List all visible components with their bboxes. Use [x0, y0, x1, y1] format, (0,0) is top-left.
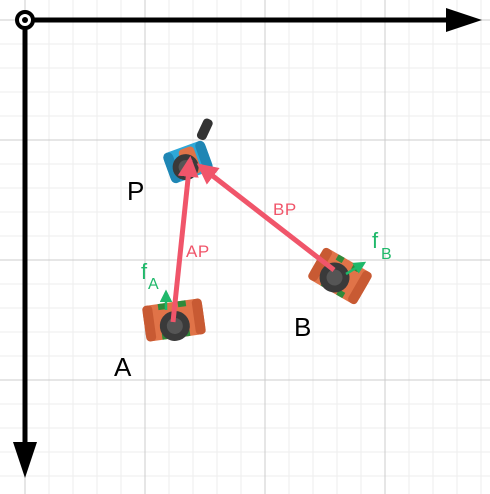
- point-a-label: A: [114, 352, 132, 382]
- force-a-label: f: [141, 259, 148, 284]
- force-a-subscript: A: [148, 276, 159, 293]
- x-axis-arrowhead: [446, 8, 482, 32]
- vector-ap-arrow: [170, 155, 199, 323]
- vector-ap-label: AP: [186, 242, 210, 261]
- force-b-arrow: [345, 261, 367, 276]
- pointer-robot-icon: [163, 118, 213, 184]
- point-p-label: P: [127, 176, 144, 206]
- y-axis-arrowhead: [13, 442, 37, 478]
- vector-bp-label: BP: [273, 200, 297, 219]
- force-b-label: f: [372, 228, 379, 253]
- force-b-subscript: B: [381, 246, 392, 263]
- coordinate-axes: [13, 8, 482, 478]
- origin-dot: [22, 17, 28, 23]
- point-b-label: B: [294, 312, 311, 342]
- vector-bp-arrow: [196, 163, 336, 272]
